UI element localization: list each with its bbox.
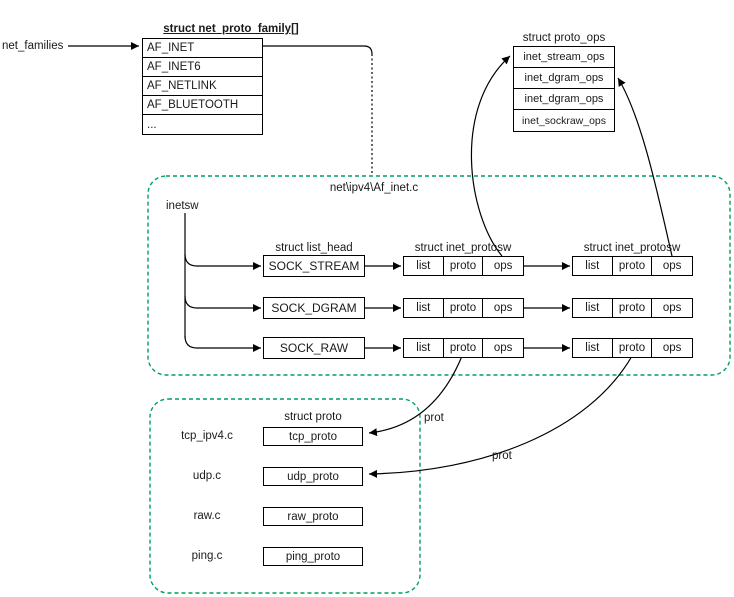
net-families-label: net_families bbox=[2, 40, 64, 52]
protosw-cell-ops: ops bbox=[493, 342, 513, 354]
connector-afinet-elbow bbox=[263, 45, 373, 55]
proto-ops-title: struct proto_ops bbox=[522, 32, 606, 44]
proto-ops-table: inet_stream_ops inet_dgram_ops inet_dgra… bbox=[513, 46, 615, 132]
family-table-title: struct net_proto_family[] bbox=[163, 23, 299, 35]
tcp-proto-box: tcp_proto bbox=[263, 427, 363, 446]
proto-ops-row-dgram2: inet_dgram_ops bbox=[514, 89, 614, 110]
family-row-ellipsis: ... bbox=[143, 115, 262, 134]
file-label-raw: raw.c bbox=[193, 510, 221, 522]
sock-dgram-box: SOCK_DGRAM bbox=[263, 297, 365, 319]
protosw-cell-ops: ops bbox=[662, 302, 682, 314]
sock-raw-box: SOCK_RAW bbox=[263, 337, 365, 359]
sock-stream-box: SOCK_STREAM bbox=[263, 255, 365, 277]
protosw-cell-list: list bbox=[573, 299, 613, 317]
protosw-cell-list: list bbox=[573, 257, 613, 275]
protosw-cell-ops: ops bbox=[493, 260, 513, 272]
protosw-cell-proto: proto bbox=[444, 257, 484, 275]
prot-label-tcp: prot bbox=[424, 412, 444, 424]
family-table: AF_INET AF_INET6 AF_NETLINK AF_BLUETOOTH… bbox=[142, 38, 263, 135]
arrow-inetsw-dgram bbox=[184, 295, 261, 312]
proto-ops-row-dgram1: inet_dgram_ops bbox=[514, 68, 614, 89]
file-label-udp: udp.c bbox=[192, 470, 222, 482]
udp-proto-box: udp_proto bbox=[263, 467, 363, 486]
struct-proto-title: struct proto bbox=[284, 411, 342, 423]
protosw-cell-proto: proto bbox=[444, 339, 484, 357]
ping-proto-box: ping_proto bbox=[263, 547, 363, 566]
arrow-proto1-to-tcp-proto bbox=[368, 355, 463, 437]
af-inet-container-label: net\ipv4\Af_inet.c bbox=[329, 182, 419, 194]
inetsw-label: inetsw bbox=[166, 200, 199, 212]
af-inet-dashed-box bbox=[147, 175, 731, 376]
protosw-cell-proto: proto bbox=[613, 299, 653, 317]
protosw-box-left-row3: list proto ops bbox=[403, 338, 524, 358]
protosw-cell-list: list bbox=[404, 299, 444, 317]
file-label-ping: ping.c bbox=[191, 550, 223, 562]
protosw-title-right: struct inet_protosw bbox=[583, 242, 681, 254]
proto-ops-row-stream: inet_stream_ops bbox=[514, 47, 614, 68]
arrow-inetsw-raw bbox=[184, 335, 261, 352]
arrow-ops1-to-proto-ops bbox=[470, 55, 511, 257]
arrow-proto2-to-udp-proto bbox=[368, 355, 633, 478]
protosw-cell-ops: ops bbox=[493, 302, 513, 314]
protosw-box-right-row1: list proto ops bbox=[572, 256, 693, 276]
family-row-af-inet: AF_INET bbox=[143, 39, 262, 58]
protosw-cell-proto: proto bbox=[444, 299, 484, 317]
list-head-title: struct list_head bbox=[275, 242, 353, 254]
protosw-cell-ops: ops bbox=[662, 342, 682, 354]
protosw-cell-proto: proto bbox=[613, 257, 653, 275]
protosw-title-left: struct inet_protosw bbox=[414, 242, 512, 254]
family-row-af-inet6: AF_INET6 bbox=[143, 58, 262, 77]
protosw-box-left-row1: list proto ops bbox=[403, 256, 524, 276]
arrow-inetsw-stream bbox=[184, 253, 261, 270]
proto-ops-row-sockraw: inet_sockraw_ops bbox=[514, 110, 614, 131]
family-row-af-bluetooth: AF_BLUETOOTH bbox=[143, 96, 262, 115]
protosw-cell-list: list bbox=[404, 257, 444, 275]
protosw-cell-ops: ops bbox=[662, 260, 682, 272]
protosw-box-right-row3: list proto ops bbox=[572, 338, 693, 358]
arrow-ops2-to-proto-ops bbox=[617, 77, 673, 257]
protosw-cell-proto: proto bbox=[613, 339, 653, 357]
protosw-cell-list: list bbox=[573, 339, 613, 357]
family-row-af-netlink: AF_NETLINK bbox=[143, 77, 262, 96]
prot-label-udp: prot bbox=[492, 450, 512, 462]
protosw-box-right-row2: list proto ops bbox=[572, 298, 693, 318]
protosw-box-left-row2: list proto ops bbox=[403, 298, 524, 318]
raw-proto-box: raw_proto bbox=[263, 507, 363, 526]
file-label-tcp: tcp_ipv4.c bbox=[181, 430, 233, 442]
protosw-cell-list: list bbox=[404, 339, 444, 357]
